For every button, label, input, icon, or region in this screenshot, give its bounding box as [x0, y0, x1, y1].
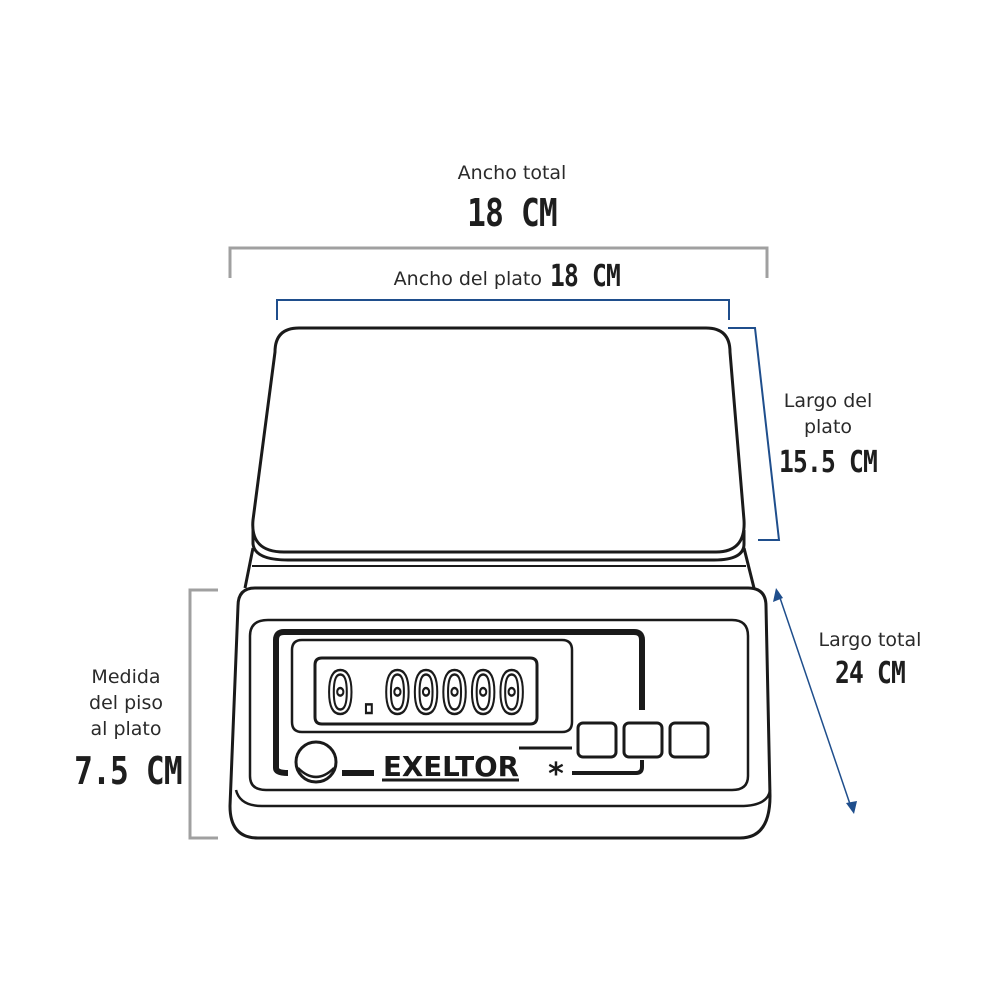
power-knob: [294, 740, 338, 784]
floor-height-label-line3: al plato: [90, 718, 162, 740]
floor-height-value: 7.5 CM: [74, 749, 182, 793]
display-reading: 0.00000: [326, 659, 526, 727]
plate-length-value: 15.5 CM: [779, 445, 878, 480]
total-width-bracket: [228, 246, 769, 278]
floor-height-label-line1: Medida: [91, 666, 161, 688]
scale-body: [228, 586, 772, 840]
plate-length-bracket: [728, 327, 781, 541]
scale-button-2: [622, 721, 664, 759]
plate-width-label: Ancho del plato: [393, 268, 542, 290]
plate-length-label: Largo del plato: [766, 388, 890, 440]
brand-asterisk: *: [548, 757, 564, 792]
scale-button-3: [668, 721, 710, 759]
floor-height-label-line2: del piso: [89, 692, 163, 714]
plate-length-label-line1: Largo del: [783, 390, 873, 412]
total-width-label: Ancho total: [457, 162, 567, 184]
total-length-value: 24 CM: [835, 656, 906, 691]
floor-height-label: Medida del piso al plato: [74, 664, 178, 742]
floor-height-bracket: [188, 588, 218, 840]
plate-length-label-line2: plato: [803, 416, 853, 438]
plate-width-bracket: [276, 299, 730, 320]
total-width-value: 18 CM: [467, 191, 558, 235]
plate-width-value: 18 CM: [550, 259, 621, 294]
total-length-arrow: [773, 588, 857, 814]
scale-neck: [243, 547, 756, 589]
scale-button-1: [576, 721, 618, 759]
total-length-label: Largo total: [818, 629, 922, 651]
brand-logo: EXELTOR: [383, 750, 519, 783]
weighing-plate: [251, 326, 746, 562]
